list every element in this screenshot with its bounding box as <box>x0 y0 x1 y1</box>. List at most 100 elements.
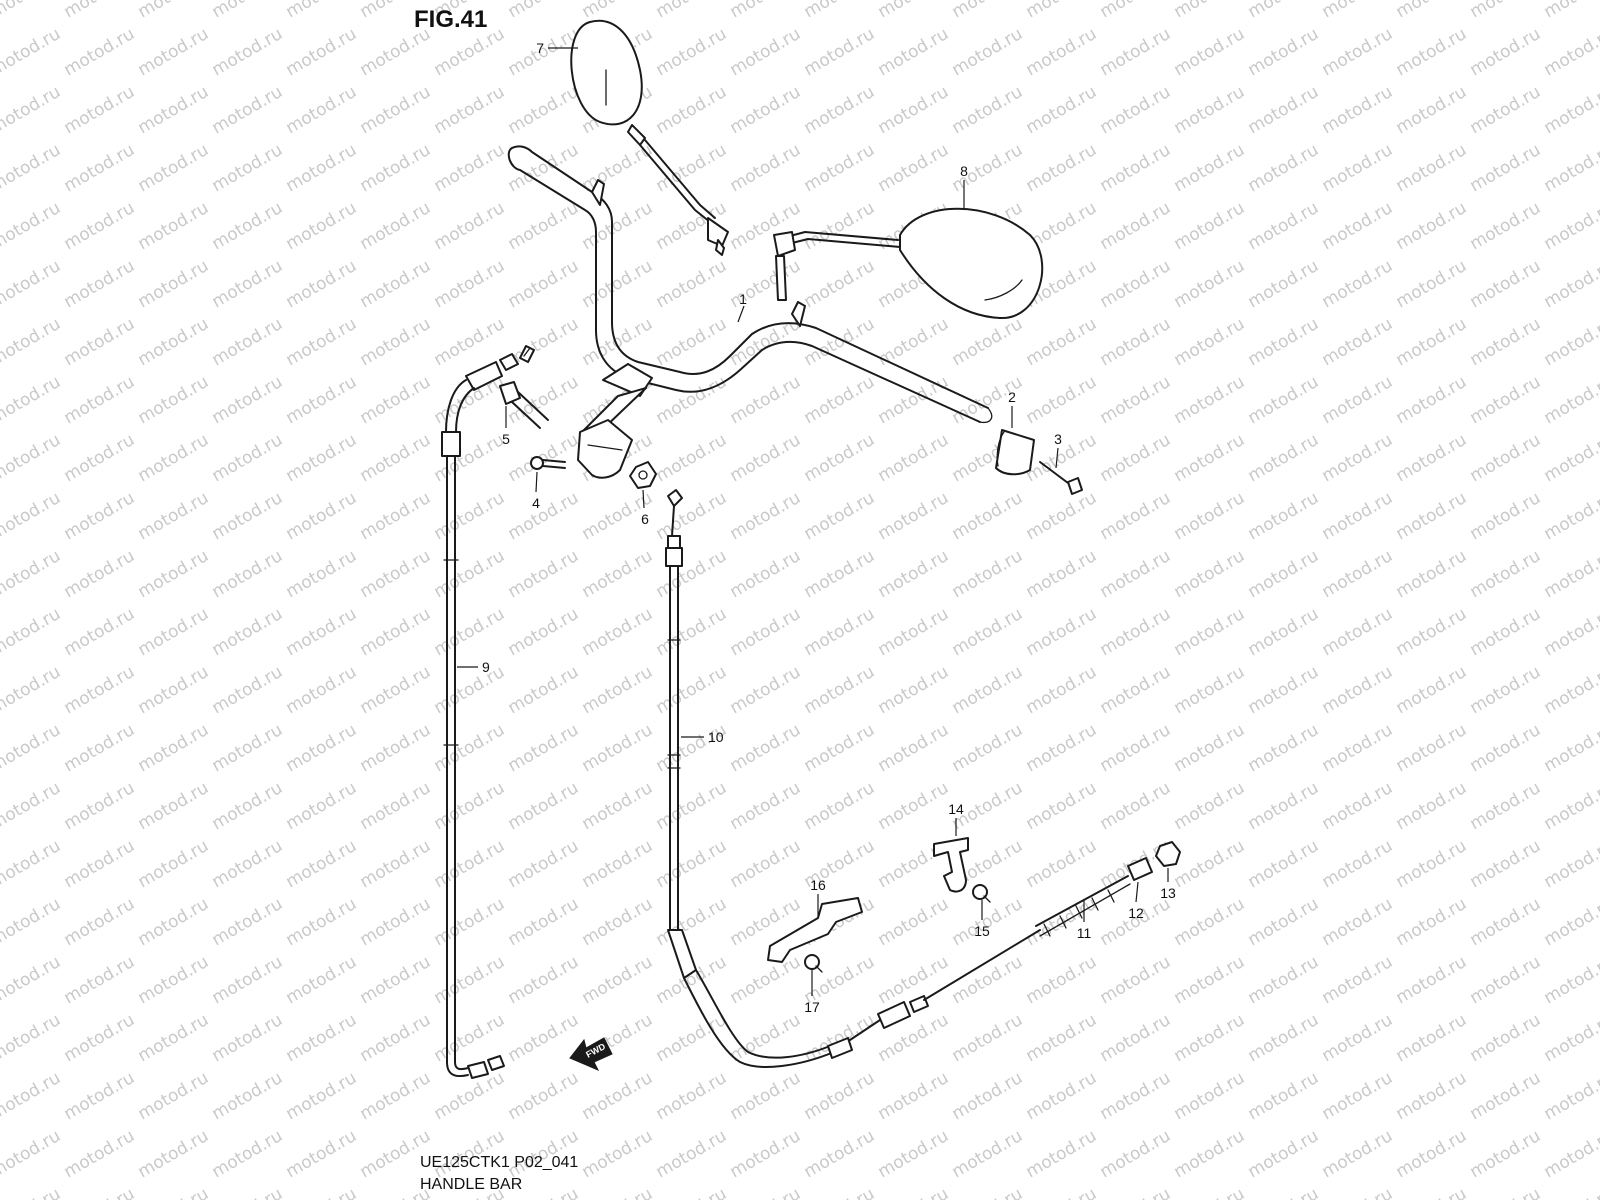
left-mirror <box>570 19 729 256</box>
watermark-text: motod.ru <box>579 894 657 950</box>
watermark-text: motod.ru <box>135 662 213 718</box>
watermark-text: motod.ru <box>801 488 879 544</box>
watermark-text: motod.ru <box>1023 778 1101 834</box>
watermark-text: motod.ru <box>283 82 361 138</box>
watermark-text: motod.ru <box>1023 488 1101 544</box>
watermark-text: motod.ru <box>61 720 139 776</box>
watermark-text: motod.ru <box>1097 778 1175 834</box>
watermark-text: motod.ru <box>579 314 657 370</box>
watermark-text: motod.ru <box>653 372 731 428</box>
watermark-text: motod.ru <box>1023 140 1101 196</box>
watermark-text: motod.ru <box>653 140 731 196</box>
watermark-text: motod.ru <box>209 894 287 950</box>
callout-2: 2 <box>1008 389 1016 405</box>
watermark-text: motod.ru <box>1319 24 1397 80</box>
watermark-text: motod.ru <box>653 430 731 486</box>
watermark-text: motod.ru <box>1245 604 1323 660</box>
watermark-text: motod.ru <box>875 82 953 138</box>
watermark-text: motod.ru <box>949 24 1027 80</box>
watermark-text: motod.ru <box>0 372 64 428</box>
watermark-text: motod.ru <box>1541 140 1600 196</box>
watermark-text: motod.ru <box>949 314 1027 370</box>
watermark-text: motod.ru <box>1319 140 1397 196</box>
watermark-text: motod.ru <box>1097 198 1175 254</box>
watermark-text: motod.ru <box>1393 1126 1471 1182</box>
watermark-text: motod.ru <box>209 430 287 486</box>
watermark-text: motod.ru <box>0 894 64 950</box>
watermark-text: motod.ru <box>1171 1184 1249 1200</box>
bolt-4 <box>530 456 566 470</box>
watermark-text: motod.ru <box>1467 256 1545 312</box>
watermark-text: motod.ru <box>209 372 287 428</box>
watermark-text: motod.ru <box>61 314 139 370</box>
watermark-text: motod.ru <box>1541 372 1600 428</box>
watermark-text: motod.ru <box>949 0 1027 22</box>
watermark-text: motod.ru <box>1171 140 1249 196</box>
watermark-text: motod.ru <box>875 604 953 660</box>
watermark-text: motod.ru <box>1023 604 1101 660</box>
watermark-text: motod.ru <box>431 836 509 892</box>
watermark-text: motod.ru <box>283 662 361 718</box>
leader-lines <box>457 47 1169 996</box>
watermark-text: motod.ru <box>727 546 805 602</box>
watermark-text: motod.ru <box>1245 488 1323 544</box>
watermark-text: motod.ru <box>653 488 731 544</box>
watermark-text: motod.ru <box>357 198 435 254</box>
watermark-text: motod.ru <box>0 256 64 312</box>
watermark-text: motod.ru <box>431 894 509 950</box>
watermark-text: motod.ru <box>1023 720 1101 776</box>
watermark-text: motod.ru <box>135 314 213 370</box>
watermark-text: motod.ru <box>209 836 287 892</box>
watermark-text: motod.ru <box>1541 256 1600 312</box>
watermark-text: motod.ru <box>1023 952 1101 1008</box>
watermark-text: motod.ru <box>801 662 879 718</box>
watermark-text: motod.ru <box>431 662 509 718</box>
watermark-text: motod.ru <box>1393 256 1471 312</box>
watermark-text: motod.ru <box>357 836 435 892</box>
section-name: HANDLE BAR <box>420 1176 523 1193</box>
watermark-text: motod.ru <box>801 778 879 834</box>
watermark-text: motod.ru <box>505 1068 583 1124</box>
watermark-text: motod.ru <box>1023 0 1101 22</box>
watermark-text: motod.ru <box>1171 604 1249 660</box>
watermark-text: motod.ru <box>579 256 657 312</box>
watermark-text: motod.ru <box>1097 1184 1175 1200</box>
watermark-text: motod.ru <box>1467 372 1545 428</box>
watermark-text: motod.ru <box>61 0 139 22</box>
watermark-text: motod.ru <box>1393 24 1471 80</box>
watermark-text: motod.ru <box>1319 836 1397 892</box>
watermark-text: motod.ru <box>1097 720 1175 776</box>
watermark-text: motod.ru <box>727 140 805 196</box>
watermark-text: motod.ru <box>875 894 953 950</box>
watermark-text: motod.ru <box>1541 314 1600 370</box>
watermark-text: motod.ru <box>431 604 509 660</box>
callout-9: 9 <box>482 659 490 675</box>
watermark-text: motod.ru <box>875 430 953 486</box>
watermark-text: motod.ru <box>1171 1010 1249 1066</box>
watermark-text: motod.ru <box>949 546 1027 602</box>
nut-6 <box>629 461 657 489</box>
watermark-text: motod.ru <box>579 140 657 196</box>
watermark-text: motod.ru <box>1171 546 1249 602</box>
watermark-text: motod.ru <box>1171 720 1249 776</box>
fwd-arrow: FWD <box>569 1037 613 1071</box>
watermark-text: motod.ru <box>505 256 583 312</box>
watermark-text: motod.ru <box>357 720 435 776</box>
watermark-text: motod.ru <box>653 0 731 22</box>
watermark-text: motod.ru <box>1097 604 1175 660</box>
watermark-text: motod.ru <box>801 198 879 254</box>
callout-3: 3 <box>1054 431 1062 447</box>
watermark-text: motod.ru <box>875 488 953 544</box>
watermark-text: motod.ru <box>801 82 879 138</box>
watermark-text: motod.ru <box>875 546 953 602</box>
watermark-text: motod.ru <box>1245 314 1323 370</box>
watermark-text: motod.ru <box>1171 662 1249 718</box>
watermark-text: motod.ru <box>1171 0 1249 22</box>
watermark-text: motod.ru <box>283 1068 361 1124</box>
watermark-text: motod.ru <box>1319 0 1397 22</box>
watermark-text: motod.ru <box>1541 488 1600 544</box>
watermark-text: motod.ru <box>875 1184 953 1200</box>
watermark-text: motod.ru <box>209 1126 287 1182</box>
watermark-text: motod.ru <box>1171 1126 1249 1182</box>
watermark-text: motod.ru <box>209 546 287 602</box>
